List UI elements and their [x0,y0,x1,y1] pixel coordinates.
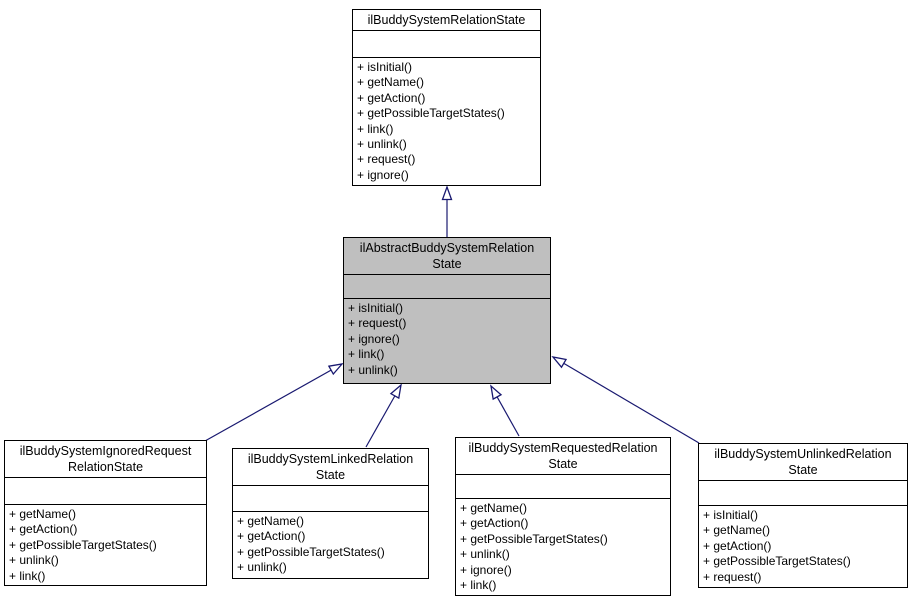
class-title: ilBuddySystemUnlinkedRelation State [714,447,892,477]
method-item: + getName() [237,514,305,528]
class-attributes-empty [344,274,550,298]
method-item: + link() [357,121,394,136]
method-item: + getPossibleTargetStates() [237,544,385,559]
method-item: + getPossibleTargetStates() [460,531,608,546]
method-item: + ignore() [357,167,409,182]
class-box-ilAbstractBuddySystemRelationState[interactable]: ilAbstractBuddySystemRelation State + is… [343,237,551,384]
class-attributes-empty [233,485,428,511]
class-title: ilBuddySystemRelationState [367,13,526,27]
class-method-list: + isInitial()+ request()+ ignore()+ link… [344,298,550,383]
method-item: + unlink() [357,137,407,152]
method-item: + getAction() [357,90,426,105]
inheritance-arrow-unlinked-to-abstract [551,356,700,444]
class-box-ilBuddySystemLinkedRelationState[interactable]: ilBuddySystemLinkedRelation State + getN… [232,448,429,579]
class-method-list: + isInitial()+ getName()+ getAction()+ g… [353,57,540,185]
method-item: + ignore() [460,562,512,577]
method-item: + link() [348,347,385,362]
inheritance-arrow-requested-to-abstract [490,384,520,437]
class-title: ilBuddySystemLinkedRelation State [247,452,414,482]
method-item: + ignore() [348,331,400,346]
class-method-list: + getName()+ getAction()+ getPossibleTar… [5,504,206,585]
class-attributes-empty [5,477,206,504]
inheritance-arrow-ignored-to-abstract [204,363,344,442]
method-item: + unlink() [348,362,398,377]
class-box-ilBuddySystemRelationState[interactable]: ilBuddySystemRelationState + isInitial()… [352,9,541,186]
method-item: + getName() [357,75,425,90]
class-title: ilBuddySystemRequestedRelation State [468,441,658,471]
method-item: + unlink() [9,553,59,568]
method-item: + getAction() [237,529,306,544]
class-title: ilAbstractBuddySystemRelation State [359,241,535,271]
method-item: + getAction() [460,516,529,531]
method-item: + isInitial() [357,60,413,74]
class-method-list: + getName()+ getAction()+ getPossibleTar… [456,498,670,595]
method-item: + getPossibleTargetStates() [9,537,157,552]
class-box-ilBuddySystemIgnoredRequestRelationState[interactable]: ilBuddySystemIgnoredRequest RelationStat… [4,440,207,586]
method-item: + isInitial() [348,301,404,315]
class-attributes-empty [353,30,540,57]
class-method-list: + getName()+ getAction()+ getPossibleTar… [233,511,428,578]
method-item: + request() [703,569,762,584]
class-attributes-empty [456,474,670,498]
class-box-ilBuddySystemRequestedRelationState[interactable]: ilBuddySystemRequestedRelation State + g… [455,437,671,596]
method-item: + getPossibleTargetStates() [703,554,851,569]
inheritance-arrow-linked-to-abstract [365,383,402,448]
method-item: + getAction() [9,522,78,537]
method-item: + getName() [703,523,771,538]
method-item: + getPossibleTargetStates() [357,106,505,121]
method-item: + getName() [460,501,528,515]
method-item: + getAction() [703,538,772,553]
class-box-ilBuddySystemUnlinkedRelationState[interactable]: ilBuddySystemUnlinkedRelation State + is… [698,443,908,588]
method-item: + getName() [9,507,77,521]
class-title: ilBuddySystemIgnoredRequest RelationStat… [19,444,192,474]
method-item: + request() [357,152,416,167]
class-method-list: + isInitial()+ getName()+ getAction()+ g… [699,505,907,587]
method-item: + unlink() [237,560,287,575]
method-item: + request() [348,316,407,331]
method-item: + link() [9,568,46,583]
method-item: + isInitial() [703,508,759,522]
method-item: + unlink() [460,547,510,562]
method-item: + link() [460,578,497,593]
class-attributes-empty [699,480,907,505]
